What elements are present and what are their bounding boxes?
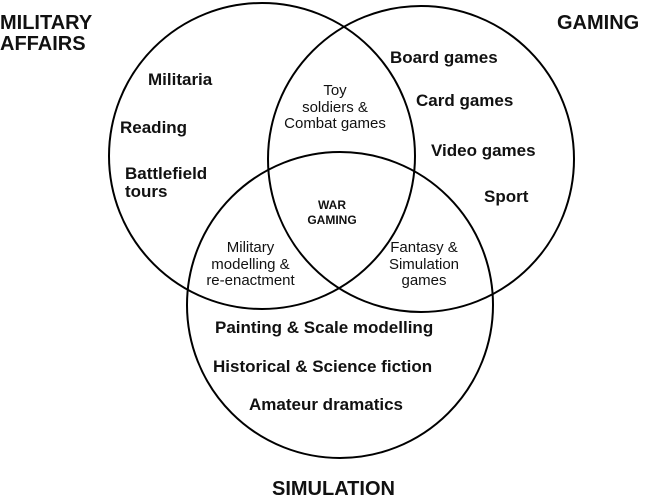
gaming-title: GAMING [557,12,640,34]
text-line: Combat games [284,115,386,132]
text-line: Battlefield [125,164,208,183]
historical-science-fiction-label: Historical & Science fiction [213,357,433,376]
board-games-label: Board games [390,48,498,67]
reading-label: Reading [120,118,188,137]
text-line: Simulation [388,255,460,273]
text-line: Toy [323,82,347,99]
sport-label: Sport [484,187,529,206]
amateur-dramatics-label: Amateur dramatics [249,395,404,414]
military-affairs-title: MILITARY AFFAIRS [0,13,92,55]
painting-scale-modelling-label: Painting & Scale modelling [215,318,434,337]
text-line: Military [226,239,275,256]
video-games-label: Video games [431,141,536,160]
simulation-circle [186,151,494,459]
text-line: tours [125,181,168,201]
simulation-title: SIMULATION [272,478,395,500]
military-affairs-circle [108,2,416,310]
war-gaming-center: WAR GAMING [292,198,372,228]
text-line: re-enactment [206,272,295,289]
title-line: AFFAIRS [0,33,86,55]
title-line: MILITARY [0,12,93,34]
battlefield-tours-label: Battlefield tours [125,165,207,201]
text-line: soldiers & [302,98,368,116]
militaria-label: Militaria [148,70,213,89]
text-line: WAR [318,198,346,212]
gaming-circle [267,5,575,313]
text-line: games [401,272,447,289]
military-modelling-overlap: Military modelling & re-enactment [193,239,308,290]
toy-soldiers-overlap: Toy soldiers & Combat games [270,82,400,133]
text-line: modelling & [211,255,290,273]
text-line: Fantasy & [390,239,458,256]
fantasy-simulation-overlap: Fantasy & Simulation games [379,239,469,290]
card-games-label: Card games [416,91,514,110]
text-line: GAMING [307,213,357,227]
